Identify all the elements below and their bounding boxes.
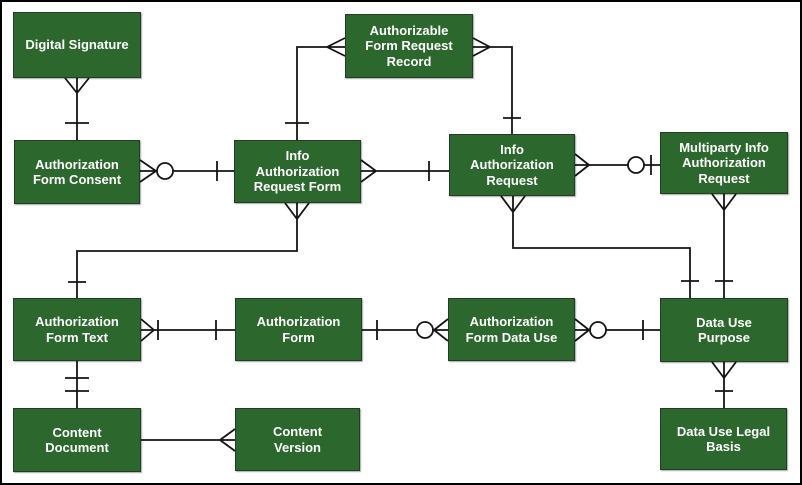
- connector-authorization-form-consent-info-authorization-request-form: [139, 159, 236, 183]
- entity-label-line: Content: [272, 424, 323, 439]
- connector-multiparty-info-authorization-request-data-use-purpose: [711, 193, 737, 298]
- entity-label-line: Form Data Use: [465, 329, 558, 345]
- entity-label-line: Authorization: [469, 314, 554, 329]
- entity-label-line: Data Use: [696, 314, 752, 330]
- connector-authorization-form-data-use-data-use-purpose: [574, 318, 660, 342]
- entity-label-line: Basis: [706, 439, 741, 454]
- entity-label-line: Authorization: [35, 314, 119, 329]
- connector-info-authorization-request-form-authorizable-form-request-record: [285, 37, 346, 140]
- entity-label-line: Authorization: [255, 163, 340, 179]
- entity-label-line: Authorization: [682, 155, 766, 171]
- connector-info-authorization-request-data-use-purpose: [500, 195, 699, 298]
- entity-label-line: Authorization: [35, 156, 119, 172]
- connector-authorizable-form-request-record-info-authorization-request: [472, 37, 521, 134]
- connector-info-authorization-request-multiparty-info-authorization-request: [574, 153, 660, 177]
- connector-content-document-content-version: [141, 428, 236, 452]
- entity-label-line: Multiparty Info: [679, 139, 769, 155]
- entity-label-line: Purpose: [697, 330, 750, 345]
- entity-label-line: Record: [386, 53, 432, 69]
- connector-authorization-form-authorization-form-data-use: [362, 318, 449, 342]
- entity-label-line: Authorization: [256, 314, 341, 329]
- entity-label-line: Info: [500, 141, 524, 157]
- entity-label-line: Request: [698, 170, 750, 186]
- connector-data-use-purpose-data-use-legal-basis: [711, 361, 737, 408]
- entity-label-line: Data Use Legal: [676, 423, 771, 439]
- entity-label-line: Digital Signature: [25, 37, 129, 53]
- entity-digital-signature: Digital Signature: [13, 12, 141, 78]
- entity-label-line: Request: [486, 172, 538, 188]
- entity-label-line: Authorizable: [369, 22, 449, 38]
- connector-authorization-form-text-content-document: [65, 361, 89, 408]
- entity-label-line: Form: [282, 329, 315, 345]
- entity-label-line: Authorization: [470, 157, 554, 173]
- entity-label-line: Form Consent: [32, 172, 122, 187]
- entity-label-line: Request Form: [253, 179, 342, 195]
- entity-label-line: Form Request: [365, 38, 453, 54]
- entity-label-line: Form Text: [46, 329, 108, 345]
- entity-label-line: Info: [285, 148, 310, 164]
- connector-info-authorization-request-form-authorization-form-text: [68, 202, 310, 298]
- connector-authorization-form-text-authorization-form: [140, 318, 235, 342]
- entity-label: Digital Signature: [14, 37, 140, 53]
- connector-digital-signature-authorization-form-consent: [64, 77, 90, 140]
- entity-label-line: Content: [52, 424, 102, 440]
- entity-label-line: Document: [45, 440, 109, 455]
- connector-info-authorization-request-form-info-authorization-request: [360, 159, 449, 183]
- entity-label-line: Version: [274, 439, 321, 455]
